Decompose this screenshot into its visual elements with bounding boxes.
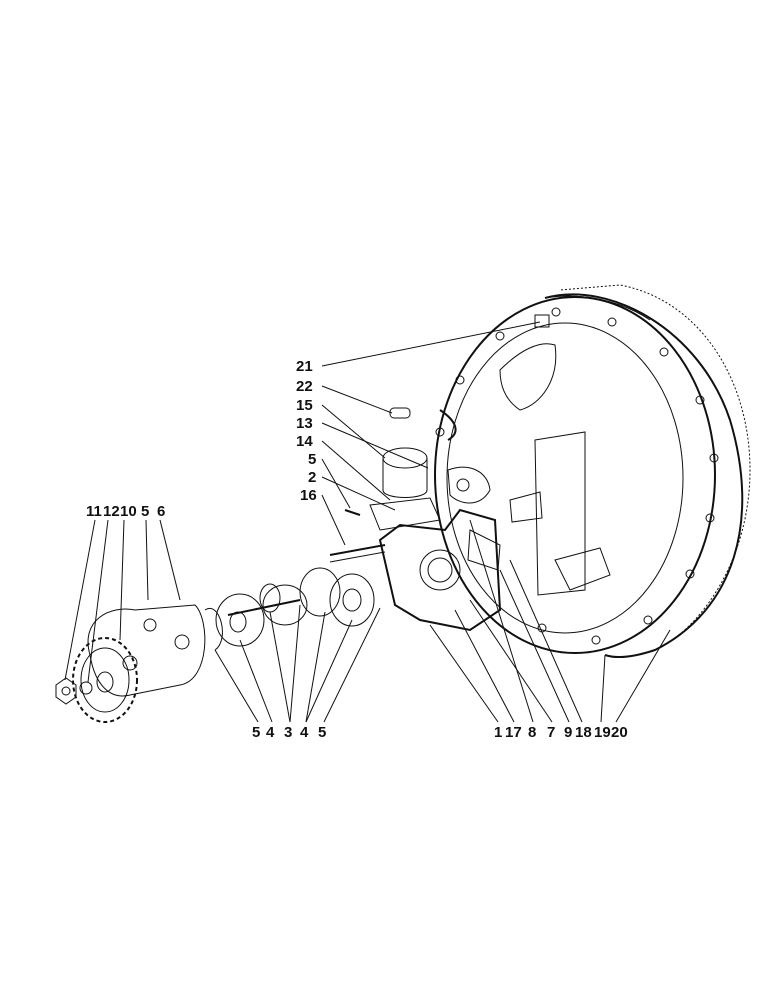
pump-rotors — [204, 567, 375, 651]
callouts-left-stack: 21 22 15 13 14 5 2 16 — [296, 358, 317, 504]
callout-4-bottom-b: 4 — [300, 724, 309, 741]
flywheel-housing — [434, 284, 751, 659]
callouts-bottom-right: 1 17 8 7 9 18 19 20 — [494, 724, 628, 741]
drive-gear — [55, 604, 206, 723]
callout-5: 5 — [308, 451, 316, 468]
callout-22: 22 — [296, 378, 313, 395]
callout-3: 3 — [284, 724, 292, 741]
callout-5-bottom-a: 5 — [252, 724, 260, 741]
callout-11: 11 — [86, 503, 102, 520]
callout-20: 20 — [611, 724, 628, 741]
callout-5-bottom-b: 5 — [318, 724, 326, 741]
callout-6: 6 — [157, 503, 165, 520]
callouts-top-left: 11 12 10 5 6 — [86, 503, 165, 520]
callout-1: 1 — [494, 724, 502, 741]
callout-12: 12 — [103, 503, 120, 520]
leader-lines — [64, 321, 671, 723]
callout-16: 16 — [300, 487, 317, 504]
callout-17: 17 — [505, 724, 522, 741]
callout-10: 10 — [120, 503, 137, 520]
callout-8: 8 — [528, 724, 536, 741]
callout-21: 21 — [296, 358, 313, 375]
callout-19: 19 — [594, 724, 611, 741]
callout-15: 15 — [296, 397, 313, 414]
callout-2: 2 — [308, 469, 316, 486]
callout-18: 18 — [575, 724, 592, 741]
oil-pump-body — [329, 407, 502, 632]
callout-9: 9 — [564, 724, 572, 741]
callout-13: 13 — [296, 415, 313, 432]
callout-4-bottom-a: 4 — [266, 724, 275, 741]
callouts-bottom-mid: 5 4 3 4 5 — [252, 724, 326, 741]
callout-5-top: 5 — [141, 503, 149, 520]
callout-7: 7 — [547, 724, 555, 741]
callout-14: 14 — [296, 433, 313, 450]
flange-bolt-holes — [435, 307, 719, 645]
